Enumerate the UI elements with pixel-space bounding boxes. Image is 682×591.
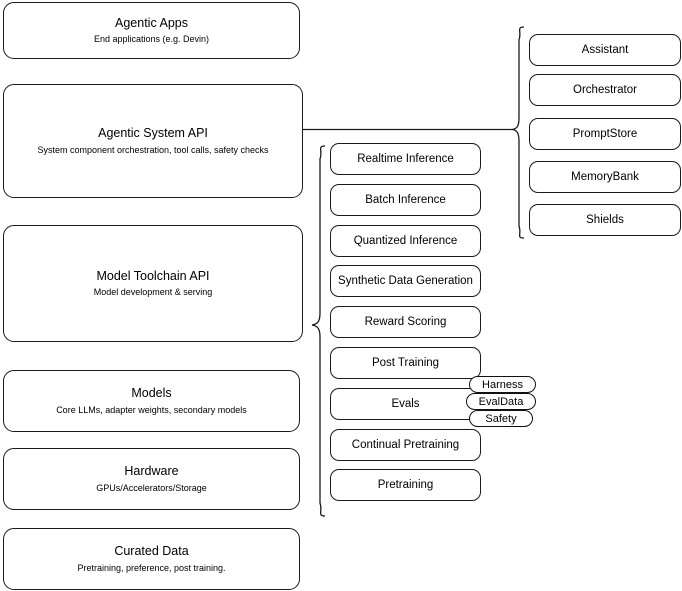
eval-badge-safety[interactable]: Safety: [469, 410, 533, 427]
eval-badge-harness[interactable]: Harness: [469, 376, 536, 393]
toolchain-item-quantized-inference[interactable]: Quantized Inference: [330, 225, 481, 257]
toolchain-item-evals[interactable]: Evals: [330, 388, 481, 420]
toolchain-item-label: Batch Inference: [365, 194, 446, 206]
system-item-label: MemoryBank: [571, 171, 639, 183]
toolchain-item-post-training[interactable]: Post Training: [330, 347, 481, 379]
toolchain-item-label: Reward Scoring: [364, 316, 447, 328]
system-components-brace: [511, 26, 525, 239]
layer-agentic-system-api[interactable]: Agentic System API System component orch…: [3, 84, 303, 198]
layer-title: Model Toolchain API: [96, 268, 210, 283]
toolchain-item-label: Synthetic Data Generation: [338, 275, 473, 287]
eval-badge-label: Safety: [485, 412, 517, 425]
system-item-label: Orchestrator: [573, 84, 637, 96]
toolchain-item-synthetic-data-generation[interactable]: Synthetic Data Generation: [330, 265, 481, 297]
system-item-label: PromptStore: [572, 128, 638, 140]
system-item-label: Assistant: [581, 44, 629, 56]
system-item-shields[interactable]: Shields: [529, 204, 681, 236]
layer-title: Agentic Apps: [115, 15, 188, 30]
toolchain-item-label: Quantized Inference: [353, 235, 458, 247]
layer-title: Models: [131, 386, 172, 401]
system-item-promptstore[interactable]: PromptStore: [529, 118, 681, 150]
toolchain-item-batch-inference[interactable]: Batch Inference: [330, 184, 481, 216]
toolchain-item-reward-scoring[interactable]: Reward Scoring: [330, 306, 481, 338]
layer-curated-data[interactable]: Curated Data Pretraining, preference, po…: [3, 528, 300, 590]
layer-hardware[interactable]: Hardware GPUs/Accelerators/Storage: [3, 448, 300, 510]
layer-subtitle: Model development & serving: [93, 287, 213, 298]
eval-badge-label: Harness: [482, 378, 523, 391]
toolchain-item-continual-pretraining[interactable]: Continual Pretraining: [330, 429, 481, 461]
toolchain-item-label: Realtime Inference: [357, 153, 454, 165]
system-item-orchestrator[interactable]: Orchestrator: [529, 74, 681, 106]
layer-agentic-apps[interactable]: Agentic Apps End applications (e.g. Devi…: [3, 2, 300, 59]
layer-models[interactable]: Models Core LLMs, adapter weights, secon…: [3, 370, 300, 432]
layer-title: Curated Data: [114, 544, 189, 559]
layer-subtitle: Pretraining, preference, post training.: [77, 562, 226, 573]
toolchain-item-label: Pretraining: [377, 479, 434, 491]
system-item-memorybank[interactable]: MemoryBank: [529, 161, 681, 193]
layer-subtitle: End applications (e.g. Devin): [93, 34, 210, 45]
toolchain-item-label: Continual Pretraining: [351, 439, 460, 451]
toolchain-item-label: Post Training: [371, 357, 440, 369]
layer-subtitle: System component orchestration, tool cal…: [37, 144, 269, 155]
system-item-label: Shields: [586, 214, 624, 226]
layer-title: Agentic System API: [98, 126, 208, 141]
layer-subtitle: GPUs/Accelerators/Storage: [96, 482, 207, 493]
toolchain-item-pretraining[interactable]: Pretraining: [330, 469, 481, 501]
layer-subtitle: Core LLMs, adapter weights, secondary mo…: [56, 404, 247, 415]
eval-badge-label: EvalData: [478, 395, 524, 408]
layer-title: Hardware: [124, 464, 179, 479]
toolchain-item-label: Evals: [391, 398, 420, 410]
layer-model-toolchain-api[interactable]: Model Toolchain API Model development & …: [3, 225, 303, 342]
eval-badge-evaldata[interactable]: EvalData: [466, 393, 536, 410]
toolchain-components-brace: [311, 145, 326, 517]
toolchain-item-realtime-inference[interactable]: Realtime Inference: [330, 143, 481, 175]
system-item-assistant[interactable]: Assistant: [529, 34, 681, 66]
